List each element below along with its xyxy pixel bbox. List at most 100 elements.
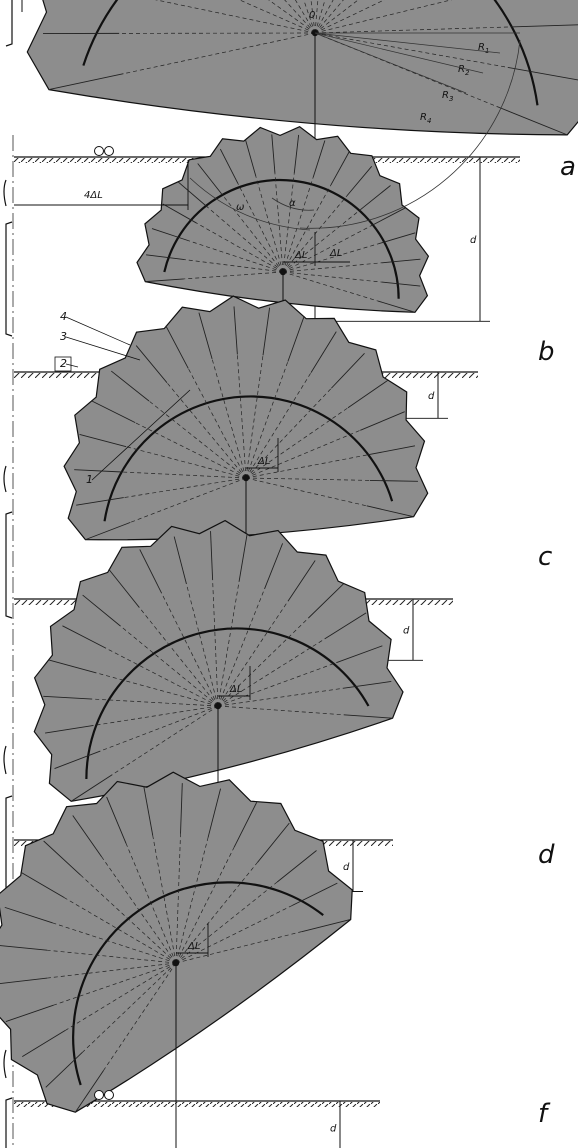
delta-l-label: ΔL <box>294 250 307 261</box>
callout-2: 2 <box>60 357 67 370</box>
fan-ray-dashed <box>212 580 219 707</box>
fan-ray-solid <box>0 945 48 951</box>
cutter-body <box>136 126 430 313</box>
fan-ray-solid <box>219 148 239 184</box>
fan-ray-solid <box>85 521 131 541</box>
center-label: 0 <box>309 10 315 21</box>
fan-ray-dashed <box>188 240 284 273</box>
radius-label-1: R1 <box>478 42 489 55</box>
fan-ray-dashed <box>183 271 284 280</box>
fan-ray-solid <box>207 788 221 838</box>
roller-1 <box>94 1090 104 1100</box>
bottom-delta-l-label: ΔL <box>329 248 342 259</box>
fan-ray-solid <box>76 497 124 506</box>
fan-ray-solid <box>291 882 338 906</box>
fan-ray-solid <box>111 370 150 402</box>
callout-4: 4 <box>60 310 67 323</box>
fan-ray-dashed <box>52 922 177 964</box>
fan-ray-solid <box>139 549 163 594</box>
fan-ray-solid <box>180 783 183 834</box>
fan-ray-dashed <box>314 26 511 34</box>
fan-ray-solid <box>145 278 184 283</box>
fan-ray-solid <box>324 612 367 640</box>
fan-ray-solid <box>82 594 121 627</box>
fan-ray-solid <box>62 625 107 649</box>
fan-ray-solid <box>20 871 65 898</box>
fan-ray-solid <box>293 134 300 174</box>
fan-ray-solid <box>510 24 578 28</box>
fan-ray-solid <box>257 822 290 863</box>
fan-ray-solid <box>49 659 97 674</box>
fan-ray-solid <box>22 1030 66 1057</box>
fan-ray-dashed <box>184 259 284 273</box>
fan-ray-dashed <box>175 847 235 964</box>
fan-ray-solid <box>360 185 391 211</box>
cutter-body <box>33 519 404 802</box>
fan-ray-solid <box>173 536 187 585</box>
fan-ray-solid <box>342 681 392 689</box>
fan-ray-dashed <box>282 177 314 273</box>
roller-2 <box>104 146 114 156</box>
fan-ray-solid <box>346 165 373 197</box>
cutter-body <box>0 771 353 1113</box>
fan-ray-solid <box>378 232 416 245</box>
fan-ray-solid <box>70 774 113 802</box>
fan-ray-dashed <box>217 601 289 707</box>
fan-ray-solid <box>276 850 317 883</box>
fan-ray-solid <box>330 150 350 186</box>
fan-ray-solid <box>244 139 257 177</box>
fan-ray-dashed <box>63 897 177 964</box>
fan-ray-dashed <box>221 193 284 273</box>
alpha-label: α <box>289 198 296 209</box>
fan-ray-solid <box>360 411 405 431</box>
fan-ray-dashed <box>101 856 177 964</box>
fan-ray-dashed <box>282 262 382 273</box>
depth-label: d <box>470 235 477 246</box>
fan-ray-solid <box>198 312 213 360</box>
panel-label: d <box>538 840 555 870</box>
fan-ray-solid <box>135 345 168 383</box>
fan-ray-solid <box>366 505 414 518</box>
depth-label: d <box>343 862 350 873</box>
fan-ray-solid <box>233 306 238 355</box>
fan-ray-dashed <box>96 672 219 707</box>
fan-ray-dashed <box>103 962 177 1071</box>
radius-label-3: R3 <box>442 90 453 103</box>
fan-ray-solid <box>165 325 189 369</box>
fan-ray-solid <box>301 919 351 933</box>
inner-arc <box>85 627 370 779</box>
fan-ray-dashed <box>175 837 209 964</box>
fan-ray-solid <box>4 906 53 924</box>
ground-hatch <box>14 1102 380 1107</box>
fan-ray-dashed <box>282 243 379 273</box>
fan-ray-solid <box>0 977 48 985</box>
fan-ray-solid <box>106 796 127 844</box>
radius-leader-3 <box>314 32 484 74</box>
fan-ray-solid <box>143 785 154 836</box>
fan-ray-solid <box>310 331 337 373</box>
fan-ray-dashed <box>217 588 265 707</box>
fan-ray-solid <box>43 840 82 876</box>
fan-ray-solid <box>369 479 418 482</box>
fan-ray-dashed <box>282 271 382 283</box>
fan-ray-dashed <box>100 705 219 752</box>
fan-ray-solid <box>367 445 416 456</box>
panel-label: c <box>538 542 552 572</box>
callout-leader-2 <box>65 363 79 368</box>
fan-ray-solid <box>271 134 276 174</box>
left-brace-marks <box>3 0 13 1148</box>
panel-label: a <box>560 152 576 182</box>
fan-ray-solid <box>72 815 103 858</box>
fan-ray-dashed <box>217 638 325 707</box>
fan-ray-dashed <box>47 962 177 979</box>
fan-ray-solid <box>343 714 393 719</box>
radius-leader-2 <box>314 32 501 54</box>
callout-leader-4 <box>65 316 131 346</box>
fan-ray-solid <box>45 725 94 734</box>
panel-label: f <box>538 1099 551 1129</box>
fan-ray-dashed <box>274 172 284 273</box>
cutter-body <box>26 0 578 136</box>
